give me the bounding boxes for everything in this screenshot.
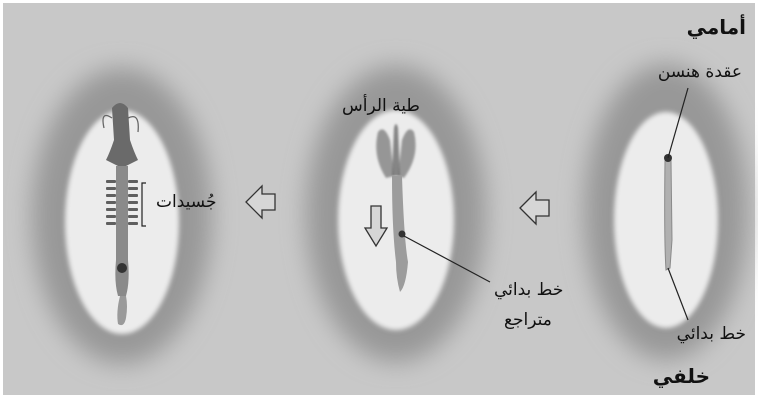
head-fold-edge-right xyxy=(127,115,139,133)
hensen-node-dot xyxy=(117,263,127,273)
embryo-head xyxy=(106,103,138,168)
somite-pairs xyxy=(106,180,138,225)
head-fold-edge xyxy=(102,114,113,129)
stage-1-embryo xyxy=(584,64,748,360)
stage-3-embryo xyxy=(32,68,212,364)
hensen-node-leader xyxy=(667,87,689,159)
primitive-streak-label: خط بدائي xyxy=(676,324,746,344)
somites-bracket xyxy=(141,182,146,227)
anterior-label: أمامي xyxy=(686,15,746,39)
regressing-streak-leader xyxy=(403,235,491,283)
hensen-node-dot xyxy=(398,230,406,238)
left-arrow-icon xyxy=(519,190,550,226)
head-fold-shape xyxy=(376,124,416,178)
regressing-streak-label-line1: خط بدائي xyxy=(494,280,564,300)
regressing-streak-label-line2: متراجع xyxy=(504,310,552,330)
primitive-streak-leader xyxy=(667,267,689,321)
down-arrow-icon xyxy=(363,205,389,248)
hensen-node-label: عقدة هنسن xyxy=(657,62,742,82)
primitive-streak xyxy=(664,159,673,271)
head-fold-label: طية الرأس xyxy=(342,96,420,116)
embryo-axis xyxy=(115,166,129,296)
stage-2-embryo xyxy=(306,66,491,362)
embryo-tail xyxy=(117,296,127,326)
posterior-label: خلفي xyxy=(652,364,710,388)
left-arrow-icon xyxy=(245,184,276,220)
somites-label: جُسيدات xyxy=(156,192,217,212)
